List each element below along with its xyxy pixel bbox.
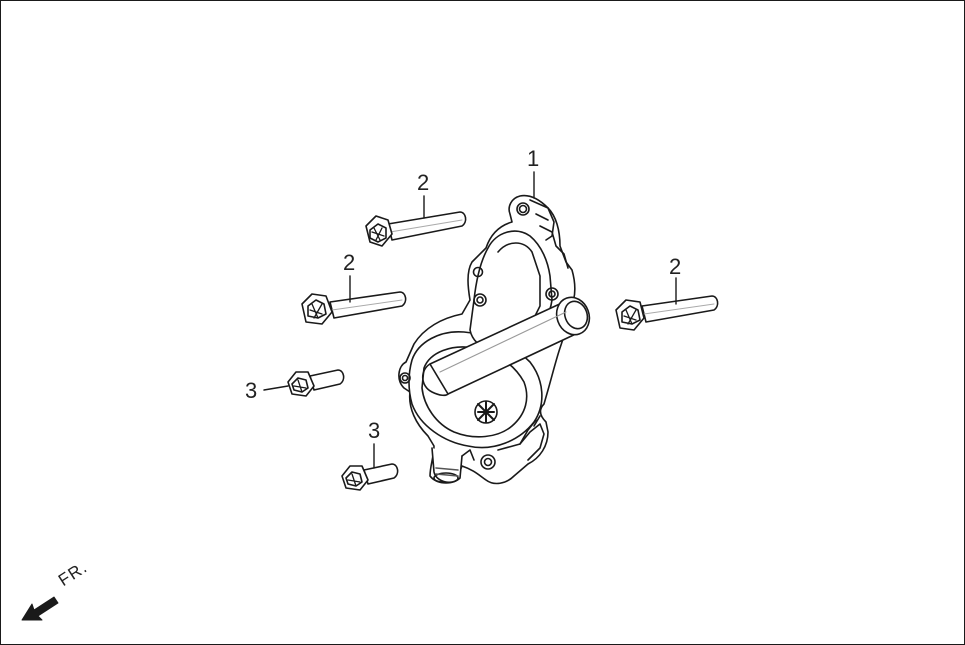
- callout-2-right: 2: [669, 254, 682, 279]
- callout-2-upper: 2: [417, 170, 430, 195]
- vent-grille: [474, 400, 498, 424]
- water-pump-cover: [398, 194, 591, 485]
- leader-lines: [263, 171, 677, 469]
- bolt-2-right: [615, 295, 719, 331]
- bolt-2-middle: [301, 291, 407, 325]
- bolt-2-upper: [365, 211, 467, 247]
- callout-3-upper: 3: [245, 378, 258, 403]
- callout-2-middle: 2: [343, 250, 356, 275]
- callout-1: 1: [527, 146, 540, 171]
- bolt-3-upper: [287, 369, 345, 397]
- bolt-3-lower: [341, 463, 399, 491]
- front-direction-arrow-icon: [21, 596, 59, 621]
- callout-3-lower: 3: [368, 418, 381, 443]
